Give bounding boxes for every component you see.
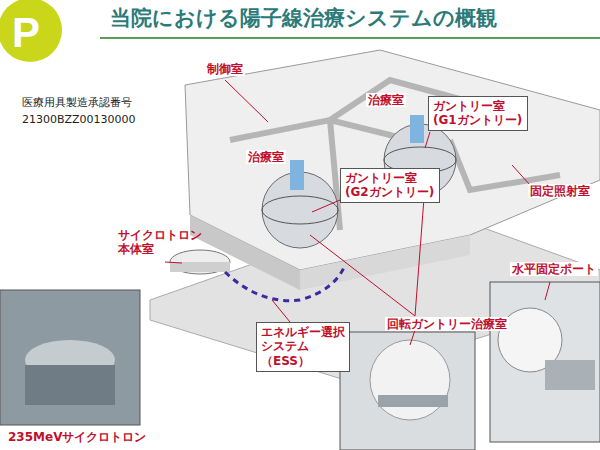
leader-line xyxy=(165,262,182,263)
cyclotron xyxy=(170,250,230,274)
inner-wall xyxy=(450,140,560,190)
label: 医療用具製造承認番号 xyxy=(22,96,132,109)
room-label: サイクロトロン 本体室 xyxy=(118,228,202,257)
callout-text: ガントリー室 (G2ガントリー) xyxy=(345,171,434,200)
wall-side xyxy=(300,235,470,290)
room-label: 水平固定ポート xyxy=(510,262,598,276)
label: 21300BZZ00130000 xyxy=(22,113,136,126)
leader-line xyxy=(512,165,530,185)
callout-text: エネルギー選択 システム（ESS） xyxy=(261,325,345,368)
gantry-nozzle xyxy=(290,160,304,190)
logo-letter: P xyxy=(12,8,40,58)
room-label: 回転ガントリー治療室 xyxy=(385,317,509,331)
room-label: 制御室 xyxy=(205,62,245,76)
gantry-ring xyxy=(262,196,338,224)
photo-detail xyxy=(25,365,115,405)
leader-line xyxy=(310,235,415,316)
photo-detail xyxy=(545,360,595,390)
leader-line xyxy=(415,185,425,316)
room-label: 固定照射室 xyxy=(528,184,592,198)
leader-line xyxy=(410,330,415,345)
leader-line xyxy=(545,282,550,300)
beamline xyxy=(225,265,345,301)
callout-box: ガントリー室 (G2ガントリー) xyxy=(340,168,440,203)
title: 当院における陽子線治療システムの概観 xyxy=(110,6,497,31)
cyclotron-base xyxy=(170,262,230,272)
leader-line xyxy=(425,132,430,148)
photo-cyclotron xyxy=(0,290,140,425)
building-top xyxy=(185,50,600,270)
leader-line xyxy=(312,200,340,212)
photo-detail xyxy=(378,395,448,407)
photo-fixed-port xyxy=(490,282,600,442)
title-rule xyxy=(100,37,600,39)
photo-caption: 235MeVサイクロトロン xyxy=(6,430,148,444)
gantry-nozzle xyxy=(410,115,424,143)
photo-gantry-room xyxy=(340,332,475,450)
leader-line xyxy=(225,80,268,122)
room-label: 治療室 xyxy=(366,93,406,107)
logo-circle xyxy=(0,0,62,62)
photo-detail xyxy=(370,340,450,420)
room-label: 治療室 xyxy=(246,150,286,164)
callout-box: ガントリー室 (G1ガントリー) xyxy=(428,96,528,131)
callout-text: ガントリー室 (G1ガントリー) xyxy=(433,99,522,128)
leader-line xyxy=(272,300,290,322)
callout-box: エネルギー選択 システム（ESS） xyxy=(256,322,350,372)
